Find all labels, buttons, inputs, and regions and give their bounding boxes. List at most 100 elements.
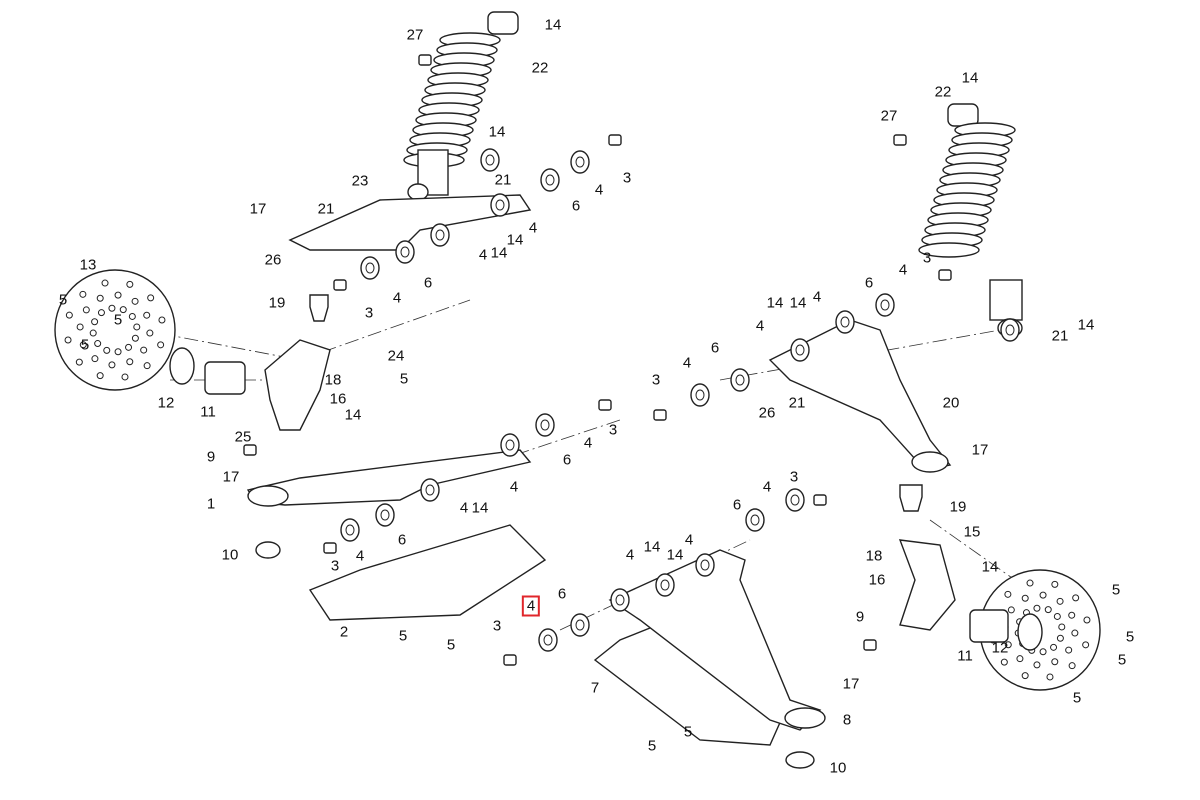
callout-label: 5 xyxy=(398,627,408,645)
callout-label: 4 xyxy=(509,478,519,496)
callout-label: 21 xyxy=(317,200,335,218)
callout-label: 7 xyxy=(590,679,600,697)
callout-label: 18 xyxy=(865,547,883,565)
callout-label: 6 xyxy=(562,451,572,469)
callout-label: 8 xyxy=(842,711,852,729)
callout-label: 4 xyxy=(392,289,402,307)
right-shock-absorber xyxy=(918,103,1023,338)
callout-label: 5 xyxy=(647,737,657,755)
callout-label: 14 xyxy=(344,406,362,424)
callout-label: 14 xyxy=(961,69,979,87)
callout-label: 5 xyxy=(113,311,123,329)
callout-label: 16 xyxy=(868,571,886,589)
callout-label: 22 xyxy=(934,83,952,101)
callout-label: 18 xyxy=(324,371,342,389)
callout-label: 4 xyxy=(625,546,635,564)
callout-label: 14 xyxy=(544,16,562,34)
callout-label: 6 xyxy=(557,585,567,603)
callout-label: 3 xyxy=(622,169,632,187)
callout-label: 14 xyxy=(1077,316,1095,334)
callout-label: 25 xyxy=(234,428,252,446)
callout-label: 4 xyxy=(684,531,694,549)
callout-label: 5 xyxy=(683,723,693,741)
callout-label: 3 xyxy=(789,468,799,486)
callout-label: 17 xyxy=(971,441,989,459)
callout-label: 2 xyxy=(339,623,349,641)
callout-label: 4 xyxy=(583,434,593,452)
callout-label: 14 xyxy=(643,538,661,556)
callout-label: 14 xyxy=(506,231,524,249)
callout-label: 14 xyxy=(488,123,506,141)
left-shock-absorber xyxy=(403,11,519,201)
callout-label: 6 xyxy=(864,274,874,292)
callout-label: 10 xyxy=(829,759,847,777)
callout-label: 21 xyxy=(494,171,512,189)
callout-label: 6 xyxy=(732,496,742,514)
callout-label: 5 xyxy=(1125,628,1135,646)
callout-label: 3 xyxy=(651,371,661,389)
callout-label: 12 xyxy=(157,394,175,412)
callout-label: 5 xyxy=(58,291,68,309)
callout-label: 5 xyxy=(80,336,90,354)
upper-left-a-arm xyxy=(288,194,532,251)
callout-label: 4 xyxy=(755,317,765,335)
callout-label: 19 xyxy=(949,498,967,516)
callout-label: 3 xyxy=(330,557,340,575)
callout-label: 3 xyxy=(608,421,618,439)
lower-left-a-arm xyxy=(246,449,532,506)
callout-label: 3 xyxy=(492,617,502,635)
callout-label: 11 xyxy=(200,403,216,421)
callout-label: 22 xyxy=(531,59,549,77)
callout-label: 5 xyxy=(1117,651,1127,669)
callout-label: 10 xyxy=(221,546,239,564)
callout-label: 26 xyxy=(758,404,776,422)
callout-label: 5 xyxy=(446,636,456,654)
callout-label: 9 xyxy=(855,608,865,626)
callout-label: 17 xyxy=(842,675,860,693)
callout-label: 17 xyxy=(249,200,267,218)
callout-label: 14 xyxy=(789,294,807,312)
callout-label: 12 xyxy=(991,639,1009,657)
callout-label: 6 xyxy=(571,197,581,215)
callout-label: 14 xyxy=(766,294,784,312)
callout-label: 14 xyxy=(490,244,508,262)
left-brake-disc xyxy=(54,269,176,391)
callout-label: 15 xyxy=(963,523,981,541)
callout-label: 14 xyxy=(471,499,489,517)
callout-label: 5 xyxy=(1072,689,1082,707)
callout-label: 19 xyxy=(268,294,286,312)
callout-label: 21 xyxy=(788,394,806,412)
callout-label: 6 xyxy=(397,531,407,549)
callout-label: 3 xyxy=(922,249,932,267)
callout-label: 5 xyxy=(1111,581,1121,599)
callout-label: 4 xyxy=(594,181,604,199)
callout-label: 4 xyxy=(355,547,365,565)
callout-label: 14 xyxy=(981,558,999,576)
upper-right-a-arm xyxy=(768,319,952,471)
callout-label-highlighted: 4 xyxy=(521,595,541,617)
callout-label: 20 xyxy=(942,394,960,412)
callout-label: 9 xyxy=(206,448,216,466)
callout-label: 27 xyxy=(880,107,898,125)
callout-label: 23 xyxy=(351,172,369,190)
callout-label: 3 xyxy=(364,304,374,322)
callout-label: 4 xyxy=(528,219,538,237)
callout-label: 14 xyxy=(666,546,684,564)
callout-label: 6 xyxy=(710,339,720,357)
callout-label: 16 xyxy=(329,390,347,408)
callout-label: 26 xyxy=(264,251,282,269)
callout-label: 6 xyxy=(423,274,433,292)
callout-label: 1 xyxy=(206,495,216,513)
callout-label: 11 xyxy=(957,647,973,665)
callout-label: 4 xyxy=(682,354,692,372)
callout-label: 21 xyxy=(1051,327,1069,345)
callout-label: 27 xyxy=(406,26,424,44)
callout-label: 24 xyxy=(387,347,405,365)
callout-label: 4 xyxy=(459,499,469,517)
left-skid-plate xyxy=(308,524,547,621)
callout-label: 4 xyxy=(812,288,822,306)
callout-label: 4 xyxy=(898,261,908,279)
callout-label: 5 xyxy=(399,370,409,388)
